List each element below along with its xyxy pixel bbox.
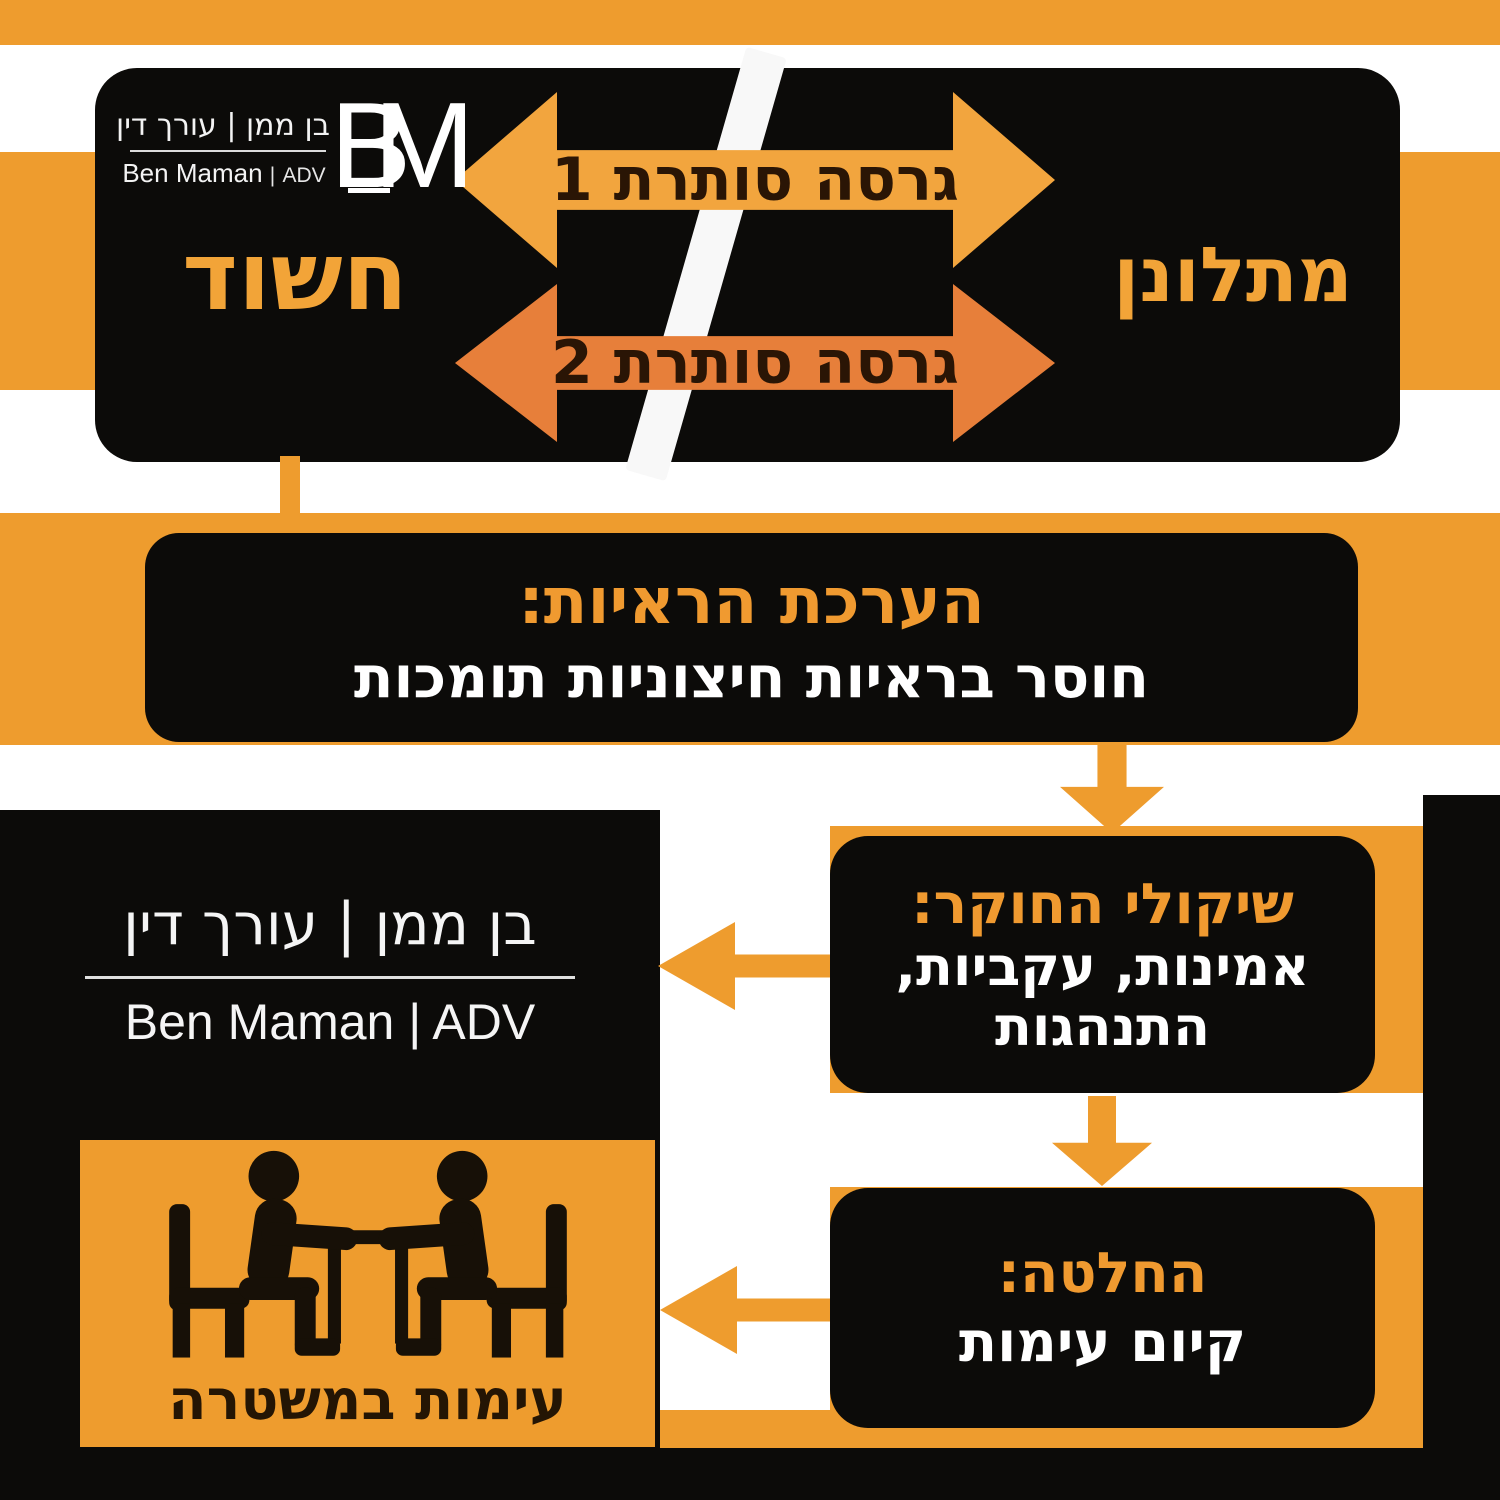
bm-monogram-underscore: [348, 188, 390, 193]
confrontation-table-icon: [168, 1150, 567, 1358]
logo-latin-suffix: ADV: [282, 164, 326, 187]
logo-latin-sep: |: [269, 164, 276, 187]
investigator-title: שיקולי החוקר:: [911, 871, 1294, 937]
connector-line: [280, 456, 300, 538]
investigator-line2: התנהגות: [994, 995, 1211, 1058]
decision-body: קיום עימות: [958, 1310, 1247, 1375]
version2-label: גרסה סותרת 2: [551, 328, 959, 398]
evidence-body: חוסר בראיות חיצוניות תומכות: [353, 642, 1150, 711]
right-black-band: [1423, 795, 1500, 1500]
complainant-label: מתלונן: [1113, 230, 1353, 319]
bottom-black-band: [0, 1448, 1500, 1500]
brand-hebrew-text: בן ממן | עורך דין: [123, 890, 537, 958]
bg-stripe-6: [652, 1410, 833, 1450]
confrontation-box: עימות במשטרה: [80, 1140, 655, 1447]
decision-title: החלטה:: [997, 1241, 1208, 1306]
arrow-left-investigator-icon: [658, 922, 833, 1010]
suspect-label: חשוד: [182, 222, 408, 332]
evidence-box: הערכת הראיות: חוסר בראיות חיצוניות תומכו…: [145, 533, 1358, 742]
evidence-title: הערכת הראיות:: [518, 564, 985, 639]
confrontation-caption: עימות במשטרה: [168, 1368, 567, 1433]
arrow-down-decision-icon: [1052, 1096, 1152, 1186]
investigator-line1: אמינות, עקביות,: [895, 934, 1310, 998]
arrow-down-evidence-icon: [1060, 737, 1164, 833]
brand-divider-line: [85, 976, 575, 979]
version1-label: גרסה סותרת 1: [551, 145, 959, 215]
logo-latin-text: Ben Maman | ADV: [108, 158, 340, 189]
brand-text-block: בן ממן | עורך דין Ben Maman | ADV: [50, 890, 610, 1051]
investigator-box: שיקולי החוקר: אמינות, עקביות, התנהגות: [830, 836, 1375, 1093]
bg-stripe-1: [0, 0, 1500, 45]
decision-box: החלטה: קיום עימות: [830, 1188, 1375, 1428]
bm-monogram-icon: BM: [330, 77, 476, 213]
logo-hebrew-text: בן ממן | עורך דין: [116, 108, 330, 143]
logo-divider-line: [130, 150, 326, 152]
logo-latin-name: Ben Maman: [122, 158, 263, 188]
arrow-left-decision-icon: [660, 1266, 835, 1354]
brand-latin-text: Ben Maman | ADV: [124, 994, 536, 1050]
